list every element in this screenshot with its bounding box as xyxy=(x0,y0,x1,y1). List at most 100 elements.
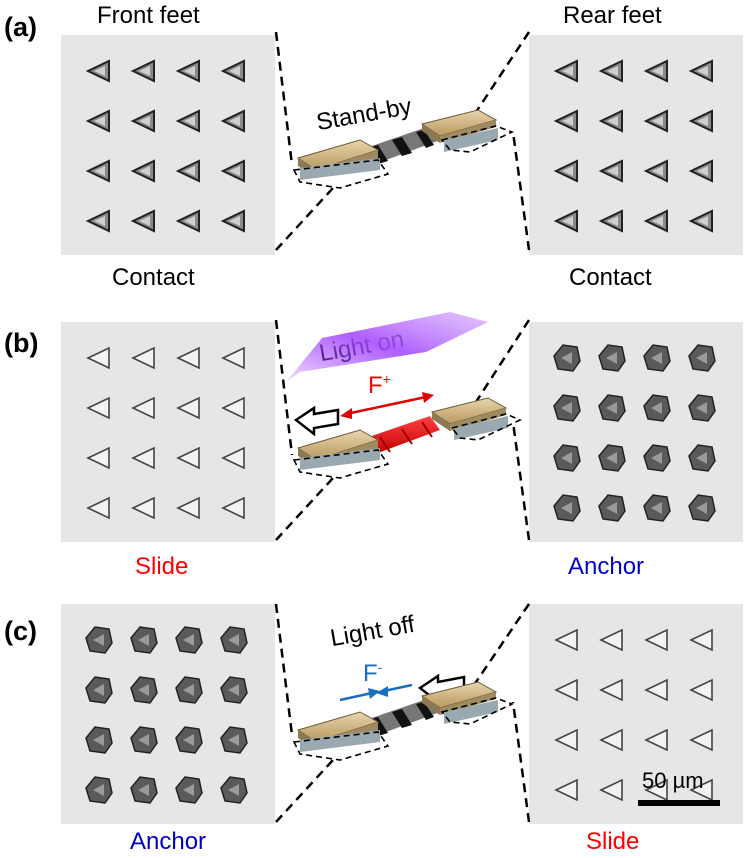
microfoot xyxy=(85,209,110,233)
microfoot xyxy=(643,109,668,133)
force-plus-sup: + xyxy=(382,371,391,387)
microfoot xyxy=(644,678,668,702)
microfoot xyxy=(175,159,200,183)
microfoot xyxy=(644,728,668,752)
microfoot xyxy=(130,776,158,804)
microfoot xyxy=(554,628,578,652)
microfoot xyxy=(643,494,671,522)
slide-label-b: Slide xyxy=(135,553,189,580)
microfoot xyxy=(599,628,623,652)
microfoot xyxy=(598,344,626,372)
force-plus-symbol: F xyxy=(368,372,383,399)
anchor-label-b: Anchor xyxy=(568,553,645,580)
microfoot xyxy=(643,59,668,83)
microfoot xyxy=(131,346,155,370)
microfoot xyxy=(175,59,200,83)
microfoot xyxy=(175,109,200,133)
panel-letter-a: (a) xyxy=(4,12,37,42)
light-beam xyxy=(286,312,488,382)
microfoot xyxy=(554,778,578,802)
microfoot xyxy=(599,678,623,702)
microfoot xyxy=(221,346,245,370)
microfoot xyxy=(643,444,671,472)
microfoot xyxy=(85,676,113,704)
rear-feet-micrograph-a xyxy=(529,35,743,255)
microfoot xyxy=(130,209,155,233)
microfoot xyxy=(220,59,245,83)
microfoot xyxy=(599,778,623,802)
motion-arrow-left xyxy=(293,405,340,437)
microfoot xyxy=(221,446,245,470)
microfoot xyxy=(689,628,713,652)
microfoot xyxy=(220,776,248,804)
contact-label-left: Contact xyxy=(112,264,195,291)
microfoot xyxy=(598,209,623,233)
microfoot xyxy=(131,496,155,520)
anchor-label-c: Anchor xyxy=(130,828,207,855)
microfoot xyxy=(599,728,623,752)
microfoot xyxy=(598,159,623,183)
microfoot xyxy=(85,776,113,804)
microfoot xyxy=(688,109,713,133)
microfoot xyxy=(644,778,668,802)
microfoot xyxy=(85,109,110,133)
scale-bar-label: 50 µm xyxy=(642,768,704,793)
microfoot xyxy=(175,209,200,233)
microfoot xyxy=(130,676,158,704)
microfoot xyxy=(553,494,581,522)
microfoot xyxy=(221,496,245,520)
microfoot xyxy=(175,626,203,654)
front-feet-micrograph-a xyxy=(61,35,275,255)
microfoot xyxy=(598,109,623,133)
microfoot xyxy=(553,59,578,83)
rear-feet-micrograph-b xyxy=(529,322,743,542)
microfoot xyxy=(688,494,716,522)
microfoot xyxy=(688,344,716,372)
microfoot xyxy=(553,159,578,183)
force-minus-symbol: F xyxy=(363,660,378,687)
microfoot xyxy=(643,209,668,233)
microfoot xyxy=(85,159,110,183)
robot-stand-by xyxy=(274,31,531,251)
microfoot xyxy=(553,344,581,372)
panel-letter-b: (b) xyxy=(4,328,39,358)
microfoot xyxy=(86,496,110,520)
microfoot xyxy=(130,159,155,183)
microfoot xyxy=(175,726,203,754)
microfoot xyxy=(598,444,626,472)
microfoot xyxy=(688,159,713,183)
force-plus-label: F+ xyxy=(368,372,391,398)
robot-light-on xyxy=(274,312,531,541)
microfoot xyxy=(220,109,245,133)
microfoot xyxy=(176,496,200,520)
microfoot xyxy=(598,394,626,422)
contact-label-right: Contact xyxy=(569,264,652,291)
microfoot xyxy=(130,726,158,754)
robot-light-off xyxy=(274,603,531,823)
microfoot xyxy=(688,394,716,422)
microfoot xyxy=(85,626,113,654)
microfoot xyxy=(85,726,113,754)
microfoot xyxy=(130,109,155,133)
microfoot xyxy=(554,678,578,702)
force-minus-arrows xyxy=(339,683,413,702)
microfoot xyxy=(643,344,671,372)
microfoot xyxy=(86,346,110,370)
microfoot xyxy=(175,776,203,804)
scale-bar xyxy=(638,800,720,806)
microfoot xyxy=(643,159,668,183)
microfoot xyxy=(221,396,245,420)
microfoot xyxy=(131,446,155,470)
microfoot xyxy=(220,626,248,654)
microfoot xyxy=(554,728,578,752)
force-minus-sup: - xyxy=(377,659,383,675)
force-plus-arrow xyxy=(340,392,434,419)
front-feet-micrograph-c xyxy=(61,604,275,824)
microfoot xyxy=(130,59,155,83)
microfoot xyxy=(86,396,110,420)
microfoot xyxy=(176,396,200,420)
microfoot xyxy=(220,676,248,704)
microfoot xyxy=(553,109,578,133)
microfoot xyxy=(553,444,581,472)
